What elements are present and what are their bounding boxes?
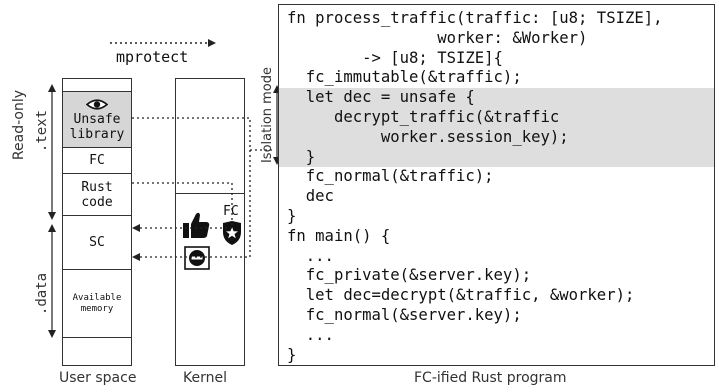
- code-line: ...: [287, 246, 334, 265]
- mprotect-label: mprotect: [116, 48, 189, 66]
- available-memory-line1: Available: [72, 292, 122, 303]
- code-line: fc_private(&server.key);: [287, 266, 532, 285]
- rust-code-line2: code: [81, 194, 113, 210]
- code-line: }: [287, 207, 297, 225]
- user-space-caption: User space: [59, 370, 137, 386]
- mprotect-arrow: [110, 39, 216, 47]
- rust-code-line1: Rust: [81, 179, 113, 195]
- kernel-fc-label: FC: [223, 204, 239, 219]
- code-line: let dec=decrypt(&traffic, &worker);: [287, 286, 635, 305]
- kernel-caption: Kernel: [183, 370, 227, 386]
- code-line: decrypt_traffic(&traffic: [287, 108, 560, 126]
- section-brackets: [48, 84, 56, 338]
- unsafe-library-line1: Unsafe: [73, 111, 121, 127]
- code-line: worker.session_key);: [287, 127, 569, 146]
- code-line: }: [287, 345, 297, 364]
- code-line: fc_normal(&server.key);: [287, 306, 522, 324]
- code-line: fc_normal(&traffic);: [287, 167, 494, 186]
- code-line: dec: [287, 187, 334, 206]
- available-memory-line2: memory: [80, 303, 114, 314]
- fc-cell: FC: [63, 147, 131, 173]
- program-caption: FC-ified Rust program: [414, 370, 567, 386]
- user-space-bottom-cell: [63, 337, 131, 366]
- sc-cell: SC: [63, 215, 131, 269]
- code-line: fc_immutable(&traffic);: [287, 68, 522, 87]
- unsafe-library-cell: Unsafe library: [63, 91, 131, 147]
- no-entry-icon: [184, 246, 210, 270]
- unsafe-library-line2: library: [69, 126, 125, 142]
- available-memory-cell: Available memory: [63, 269, 131, 337]
- code-line: worker: &Worker): [287, 28, 588, 47]
- thumbs-up-icon: [183, 212, 210, 238]
- code-panel: fn process_traffic(traffic: [u8; TSIZE],…: [278, 4, 715, 366]
- user-space-column: Unsafe library FC Rust code SC Available…: [62, 78, 132, 366]
- read-only-label: Read-only: [11, 89, 27, 161]
- kernel-fc-cell: [176, 193, 244, 273]
- code-line: let dec = unsafe {: [287, 88, 475, 107]
- eye-icon: [86, 98, 108, 110]
- connector-arrows: [132, 117, 272, 261]
- code-line: fn process_traffic(traffic: [u8; TSIZE],: [287, 9, 663, 27]
- code-line: ...: [287, 325, 334, 344]
- code-line: fn main() {: [287, 226, 391, 245]
- police-badge-icon: [223, 221, 241, 245]
- rust-code-cell: Rust code: [63, 173, 131, 215]
- code-line: }: [287, 147, 316, 166]
- unsafe-highlight: [279, 88, 714, 167]
- code-line: -> [u8; TSIZE]{: [287, 48, 503, 67]
